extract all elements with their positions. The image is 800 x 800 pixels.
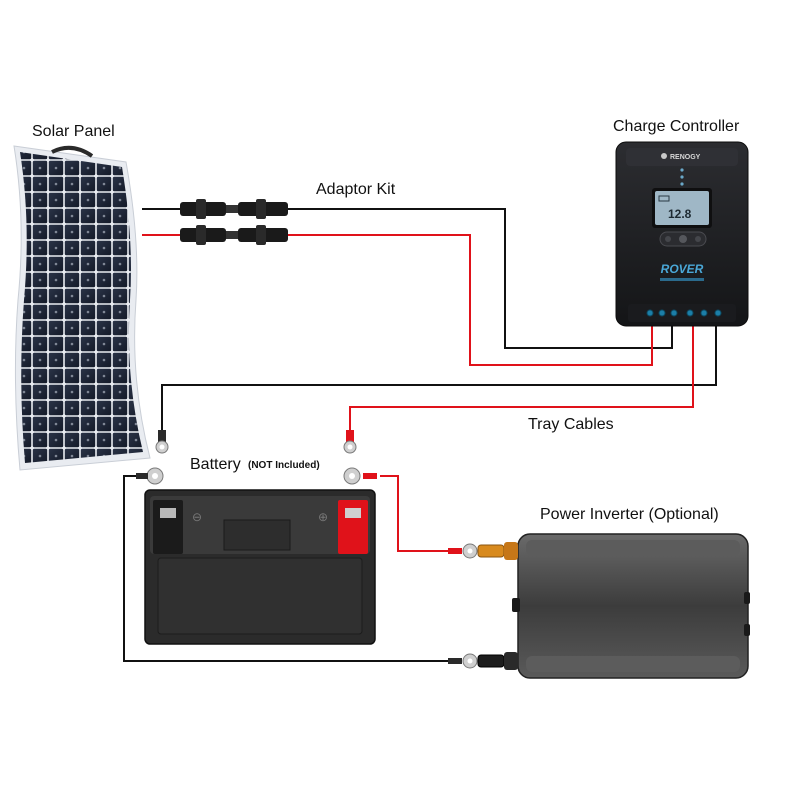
charge-controller: RENOGY 12.8 ROVER <box>615 141 749 327</box>
keypad-button-ok <box>679 235 687 243</box>
terminal-screw <box>670 309 678 317</box>
battery: ⊖ ⊕ <box>144 489 376 645</box>
controller-brand: RENOGY <box>670 154 701 161</box>
keypad-button-right <box>695 236 701 242</box>
terminal-screw <box>714 309 722 317</box>
battery-label: Battery <box>190 456 241 473</box>
adaptor-kit-label: Adaptor Kit <box>316 181 396 198</box>
battery-label-recess <box>223 519 291 551</box>
adaptor-kit-connectors <box>180 199 288 245</box>
inverter-side-switch <box>512 598 520 612</box>
ring-terminal-battery-positive <box>343 467 377 485</box>
battery-negative-post <box>160 508 176 518</box>
adaptor-negative-wire <box>288 208 673 349</box>
battery-not-included-note: (NOT Included) <box>248 460 320 471</box>
ring-terminal-battery-negative <box>136 467 164 485</box>
inverter-side-switch <box>744 624 750 636</box>
controller-display-value: 12.8 <box>668 207 692 221</box>
charge-controller-label: Charge Controller <box>613 118 740 135</box>
inverter-positive-wire <box>380 475 448 552</box>
inverter-negative-wire <box>123 475 448 662</box>
inverter-bottom-fin <box>526 656 740 672</box>
solar-panel-cells <box>20 152 143 463</box>
inverter-top-fin <box>526 540 740 556</box>
status-led <box>680 168 684 172</box>
battery-positive-post <box>345 508 361 518</box>
solar-panel <box>13 145 151 471</box>
status-led <box>680 182 684 186</box>
solar-panel-handle <box>51 145 94 158</box>
controller-logo-icon <box>661 153 667 159</box>
mc4-connector-positive <box>180 225 288 245</box>
power-inverter <box>477 533 750 679</box>
adaptor-positive-wire <box>288 234 653 366</box>
inverter-negative-post <box>477 652 518 670</box>
battery-plus-symbol: ⊕ <box>318 510 328 524</box>
controller-terminal-block <box>628 304 736 322</box>
battery-negative-tray-cable <box>161 322 717 430</box>
ring-terminal-tray-positive <box>343 430 357 454</box>
inverter-positive-post <box>477 542 518 560</box>
keypad-button-left <box>665 236 671 242</box>
terminal-screw <box>686 309 694 317</box>
battery-minus-symbol: ⊖ <box>192 510 202 524</box>
inverter-side-switch <box>744 592 750 604</box>
solar-panel-label: Solar Panel <box>32 123 115 140</box>
controller-model-underline <box>660 278 704 281</box>
ring-terminal-inverter-positive <box>448 543 478 559</box>
mc4-connector-negative <box>180 199 288 219</box>
battery-positive-tray-cable <box>349 322 694 430</box>
ring-terminal-inverter-negative <box>448 653 478 669</box>
wires <box>123 208 717 662</box>
power-inverter-label: Power Inverter (Optional) <box>540 506 719 523</box>
ring-terminal-tray-negative <box>155 430 169 454</box>
terminal-screw <box>658 309 666 317</box>
ring-terminals <box>136 430 478 669</box>
status-led <box>680 175 684 179</box>
tray-cables-label: Tray Cables <box>528 416 614 433</box>
terminal-screw <box>646 309 654 317</box>
charge-controller-top-bevel <box>626 148 738 166</box>
battery-front-panel <box>157 557 363 635</box>
lcd-battery-icon <box>658 195 670 202</box>
controller-model: ROVER <box>661 262 704 276</box>
terminal-screw <box>700 309 708 317</box>
